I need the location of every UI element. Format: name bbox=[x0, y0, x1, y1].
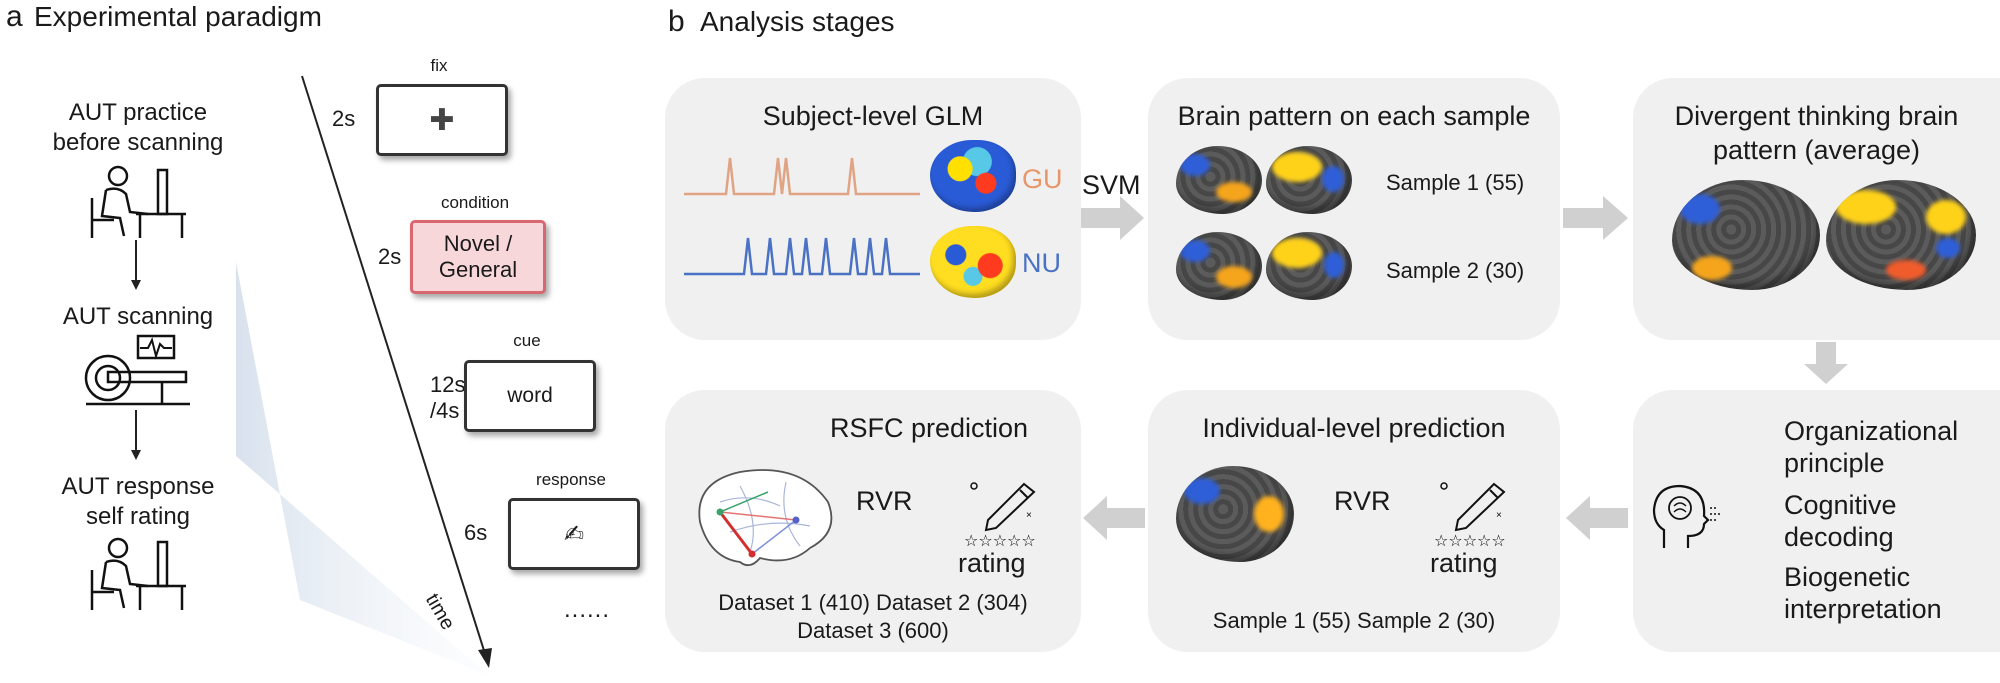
panel-a-letter: a bbox=[6, 0, 23, 33]
brain-pattern-title: Brain pattern on each sample bbox=[1177, 101, 1531, 131]
average-title: Divergent thinking brain pattern (averag… bbox=[1674, 101, 1959, 165]
step-scanning-label: AUT scanning bbox=[62, 303, 214, 330]
output-cognitive: Cognitive decoding bbox=[1784, 490, 1897, 552]
duration-cue: 12s /4s bbox=[430, 372, 466, 424]
svm-label: SVM bbox=[1082, 170, 1141, 200]
individual-rating-label: rating bbox=[1430, 548, 1498, 578]
svg-text:☆☆☆☆☆: ☆☆☆☆☆ bbox=[1434, 533, 1506, 550]
step-response-label: AUT response self rating bbox=[61, 473, 215, 530]
rsfc-datasets-line2: Dataset 3 (600) bbox=[797, 618, 949, 643]
response-screen: ✍ bbox=[508, 498, 640, 570]
average-brain-right bbox=[1826, 180, 1976, 290]
step-practice-label: AUT practice before scanning bbox=[52, 99, 224, 156]
pen-rating-icon: × ☆☆☆☆☆ bbox=[964, 482, 1036, 550]
output-biogenetic: Biogenetic interpretation bbox=[1784, 562, 1942, 624]
sample1-brain-left bbox=[1176, 146, 1262, 214]
svg-text:☆☆☆☆☆: ☆☆☆☆☆ bbox=[964, 533, 1036, 550]
duration-fix: 2s bbox=[332, 106, 356, 131]
panel-a-title: Experimental paradigm bbox=[34, 1, 322, 32]
card-subject-glm bbox=[665, 78, 1081, 340]
duration-condition: 2s bbox=[378, 244, 402, 269]
glm-title: Subject-level GLM bbox=[762, 101, 984, 131]
head-brain-icon bbox=[1652, 484, 1720, 548]
condition-text: Novel / General bbox=[438, 230, 518, 282]
rsfc-method-label: RVR bbox=[856, 486, 913, 516]
timeline-shade bbox=[236, 262, 488, 675]
time-arrow-line bbox=[301, 75, 488, 661]
screen-label-fix: fix bbox=[430, 56, 448, 75]
individual-title: Individual-level prediction bbox=[1202, 413, 1506, 443]
mri-scanner-icon bbox=[84, 334, 190, 406]
cue-screen: word bbox=[464, 360, 596, 432]
cue-word-text: word bbox=[507, 384, 553, 407]
duration-response: 6s bbox=[464, 520, 488, 545]
screen-label-cue: cue bbox=[513, 331, 541, 350]
sample2-brain-left bbox=[1176, 232, 1262, 300]
arrow-average-down bbox=[1804, 342, 1848, 384]
output-organizational: Organizational principle bbox=[1784, 416, 1959, 478]
connectome-brain bbox=[698, 469, 833, 567]
panel-b-letter: b bbox=[668, 5, 685, 38]
fixation-cross-icon: ✚ bbox=[429, 103, 455, 137]
sample1-label: Sample 1 (55) bbox=[1386, 170, 1525, 195]
writing-hand-icon: ✍ bbox=[563, 520, 585, 548]
screen-label-response: response bbox=[536, 470, 606, 489]
screen-label-condition: condition bbox=[440, 193, 510, 212]
rsfc-rating-label: rating bbox=[958, 548, 1026, 578]
rsfc-datasets-line1: Dataset 1 (410) Dataset 2 (304) bbox=[718, 590, 1028, 615]
average-brain-left bbox=[1672, 180, 1820, 290]
arrow-glm-to-samples bbox=[1080, 196, 1144, 240]
nu-brain-map bbox=[930, 226, 1016, 298]
arrow-to-individual bbox=[1566, 496, 1628, 540]
sample1-brain-right bbox=[1266, 146, 1352, 214]
condition-screen: Novel / General bbox=[410, 220, 546, 294]
sample2-brain-right bbox=[1266, 232, 1352, 300]
card-interpretation bbox=[1633, 390, 2000, 652]
fixation-screen: ✚ bbox=[376, 84, 508, 156]
gu-label: GU bbox=[1022, 164, 1063, 194]
individual-method-label: RVR bbox=[1334, 486, 1391, 516]
timecourse-plots bbox=[684, 157, 920, 276]
individual-samples: Sample 1 (55) Sample 2 (30) bbox=[1212, 608, 1496, 633]
pen-rating-icon: × ☆☆☆☆☆ bbox=[1434, 482, 1506, 550]
svg-text:×: × bbox=[1496, 510, 1502, 521]
gu-timecourse bbox=[684, 157, 920, 196]
time-arrow-head bbox=[478, 648, 492, 668]
individual-brain bbox=[1176, 466, 1294, 562]
sample2-label: Sample 2 (30) bbox=[1386, 258, 1525, 283]
gu-brain-map bbox=[930, 140, 1016, 212]
person-at-computer-icon bbox=[90, 165, 186, 238]
timeline-graphic bbox=[131, 75, 492, 675]
person-at-computer-icon bbox=[90, 537, 186, 610]
nu-timecourse bbox=[684, 237, 920, 276]
ellipsis: ...... bbox=[564, 596, 611, 623]
panel-b-title: Analysis stages bbox=[700, 6, 895, 37]
rsfc-title: RSFC prediction bbox=[830, 413, 1029, 443]
nu-label: NU bbox=[1022, 248, 1061, 278]
arrow-samples-to-average bbox=[1563, 196, 1628, 240]
arrow-to-rsfc bbox=[1083, 496, 1145, 540]
svg-text:×: × bbox=[1026, 510, 1032, 521]
